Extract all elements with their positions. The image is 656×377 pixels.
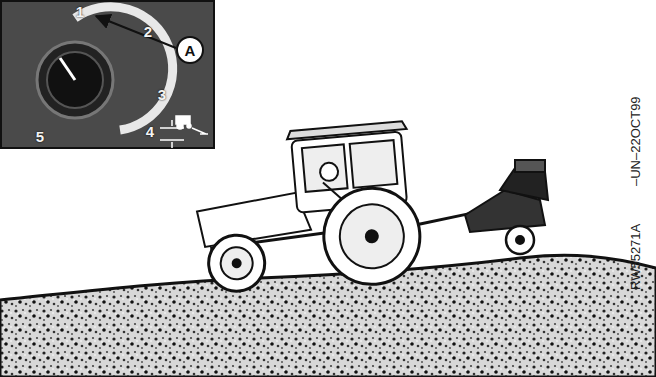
- dial-number: 1: [76, 3, 84, 20]
- dial-number: 5: [36, 128, 44, 145]
- tractor: [191, 116, 474, 299]
- callout-letter: A: [185, 42, 196, 59]
- dial-number: 3: [158, 86, 166, 103]
- figure-code: RW55271A: [628, 224, 643, 290]
- dial-number: 2: [144, 23, 152, 40]
- control-inset: [1, 1, 214, 148]
- figure-code: –UN–22OCT99: [628, 96, 643, 186]
- dial-number: 4: [146, 123, 154, 140]
- ground: [0, 255, 656, 377]
- callout-circle: A: [176, 36, 204, 64]
- planter: [465, 160, 548, 254]
